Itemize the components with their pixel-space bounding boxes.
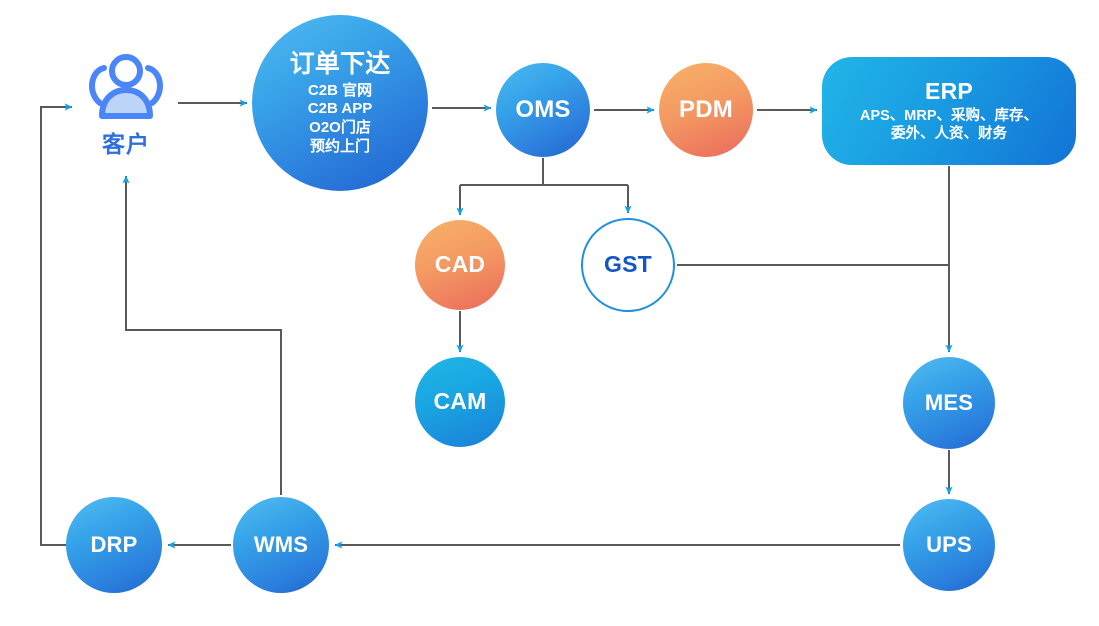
- ups-label: UPS: [926, 531, 972, 557]
- node-gst[interactable]: GST: [581, 218, 675, 312]
- order-line-3: O2O门店: [309, 119, 371, 136]
- gst-label: GST: [604, 251, 652, 278]
- node-mes[interactable]: MES: [903, 357, 995, 449]
- node-customer[interactable]: 客户: [83, 52, 169, 164]
- customer-label: 客户: [102, 131, 150, 157]
- order-line-4: 预约上门: [309, 137, 370, 155]
- erp-line-2: 委外、人资、财务: [891, 125, 1007, 142]
- edge-drp-to-customer: [40, 103, 73, 546]
- pdm-label: PDM: [679, 95, 733, 123]
- erp-title: ERP: [925, 78, 973, 104]
- node-order-placement[interactable]: 订单下达 C2B 官网 C2B APP O2O门店 预约上门: [252, 15, 428, 191]
- cam-label: CAM: [433, 388, 487, 415]
- drp-label: DRP: [90, 531, 138, 557]
- node-cad[interactable]: CAD: [415, 220, 505, 310]
- oms-label: OMS: [515, 95, 571, 123]
- order-title: 订单下达: [289, 49, 391, 78]
- node-drp[interactable]: DRP: [66, 497, 162, 593]
- wms-label: WMS: [253, 531, 309, 557]
- node-cam[interactable]: CAM: [415, 357, 505, 447]
- node-erp[interactable]: ERP APS、MRP、采购、库存、 委外、人资、财务: [822, 57, 1076, 165]
- erp-line-1: APS、MRP、采购、库存、: [859, 107, 1039, 124]
- node-pdm[interactable]: PDM: [659, 63, 753, 157]
- node-wms[interactable]: WMS: [233, 497, 329, 593]
- order-line-2: C2B APP: [307, 100, 373, 118]
- node-ups[interactable]: UPS: [903, 499, 995, 591]
- users-group-icon: [88, 54, 164, 119]
- order-line-1: C2B 官网: [307, 81, 373, 99]
- mes-label: MES: [924, 389, 974, 415]
- node-oms[interactable]: OMS: [496, 63, 590, 157]
- edge-wms-to-customer: [122, 175, 282, 495]
- cad-label: CAD: [434, 251, 486, 278]
